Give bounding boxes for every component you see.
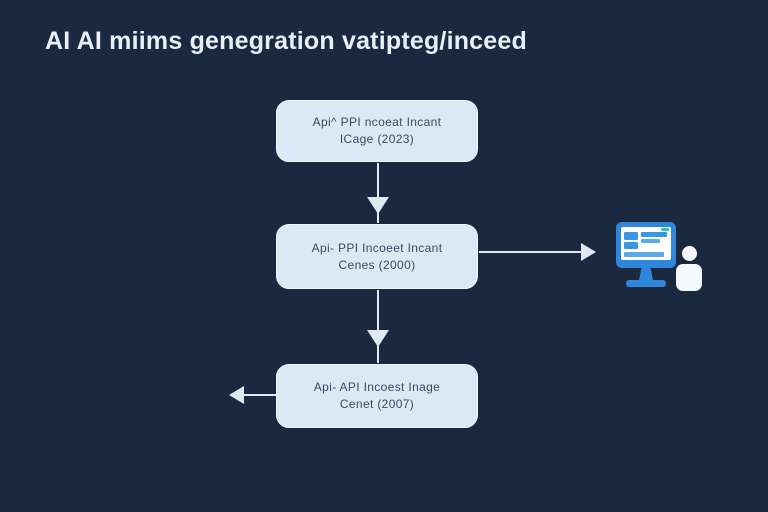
screen-block-icon <box>624 242 638 249</box>
flow-node-bottom: Api- API Incoest Inage Cenet (2007) <box>276 364 478 428</box>
flow-node-middle-line1: Api- PPI Incoeet Incant <box>311 240 443 255</box>
person-head-icon <box>682 246 697 261</box>
flow-node-middle: Api- PPI Incoeet Incant Cenes (2000) <box>276 224 478 289</box>
person-body-icon <box>676 264 702 291</box>
monitor-screen-icon <box>621 227 671 260</box>
flow-node-top-line2: ICage (2023) <box>339 132 415 146</box>
arrow-right-icon <box>581 243 596 261</box>
arrow-left-icon <box>229 386 244 404</box>
monitor-stand-icon <box>639 268 653 280</box>
flow-node-top-line1: Api^ PPI ncoeat Incant <box>312 115 442 129</box>
monitor-user-icon <box>616 222 708 292</box>
monitor-base-icon <box>626 280 666 287</box>
arrow-down-icon <box>367 330 389 347</box>
screen-bar-icon <box>641 239 660 243</box>
arrow-middle-to-icon-line <box>479 251 581 253</box>
flow-node-bottom-line1: Api- API Incoest Inage <box>313 380 441 394</box>
arrow-down-icon <box>367 197 389 214</box>
page-title: AI AI miims genegration vatipteg/inceed <box>45 27 527 55</box>
monitor-frame-icon <box>616 222 676 268</box>
screen-bar-icon <box>624 252 664 257</box>
arrow-bottom-left-line <box>244 394 276 396</box>
arrow-middle-to-bottom-line <box>377 290 379 363</box>
screen-block-icon <box>624 232 638 240</box>
screen-chip-icon <box>661 228 669 231</box>
flow-node-middle-line2: Cenes (2000) <box>338 257 416 272</box>
screen-bar-icon <box>641 232 667 237</box>
flow-node-bottom-line2: Cenet (2007) <box>339 397 415 411</box>
flow-node-top: Api^ PPI ncoeat Incant ICage (2023) <box>276 100 478 162</box>
arrow-top-to-middle-line <box>377 163 379 223</box>
